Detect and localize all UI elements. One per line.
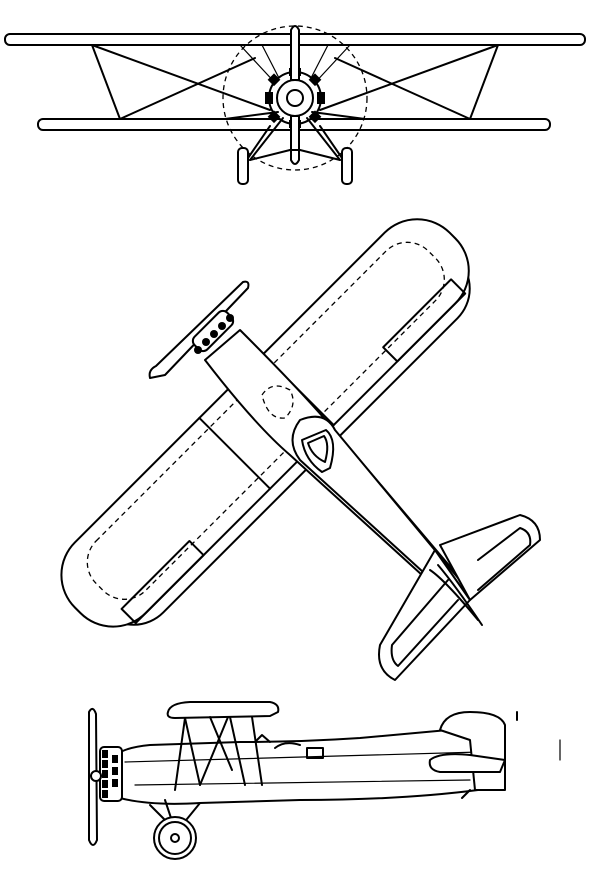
front-left-wheel [237, 147, 249, 185]
side-struts [174, 716, 263, 791]
top-engine-cylinders [191, 309, 235, 354]
top-horizontal-tail [378, 514, 541, 681]
side-upper-wing [166, 701, 280, 719]
side-view [88, 701, 561, 860]
front-propeller [290, 25, 300, 165]
front-interplane-struts [91, 44, 499, 120]
top-left-aileron [120, 540, 205, 625]
front-landing-gear [247, 117, 343, 161]
front-view [4, 25, 586, 185]
front-right-wheel [341, 147, 353, 185]
top-right-aileron [382, 278, 467, 363]
side-engine [99, 746, 123, 802]
top-view [60, 218, 541, 681]
front-propeller-disc [222, 25, 368, 171]
side-tailplane [428, 753, 506, 773]
front-wing-root-struts [224, 111, 366, 120]
